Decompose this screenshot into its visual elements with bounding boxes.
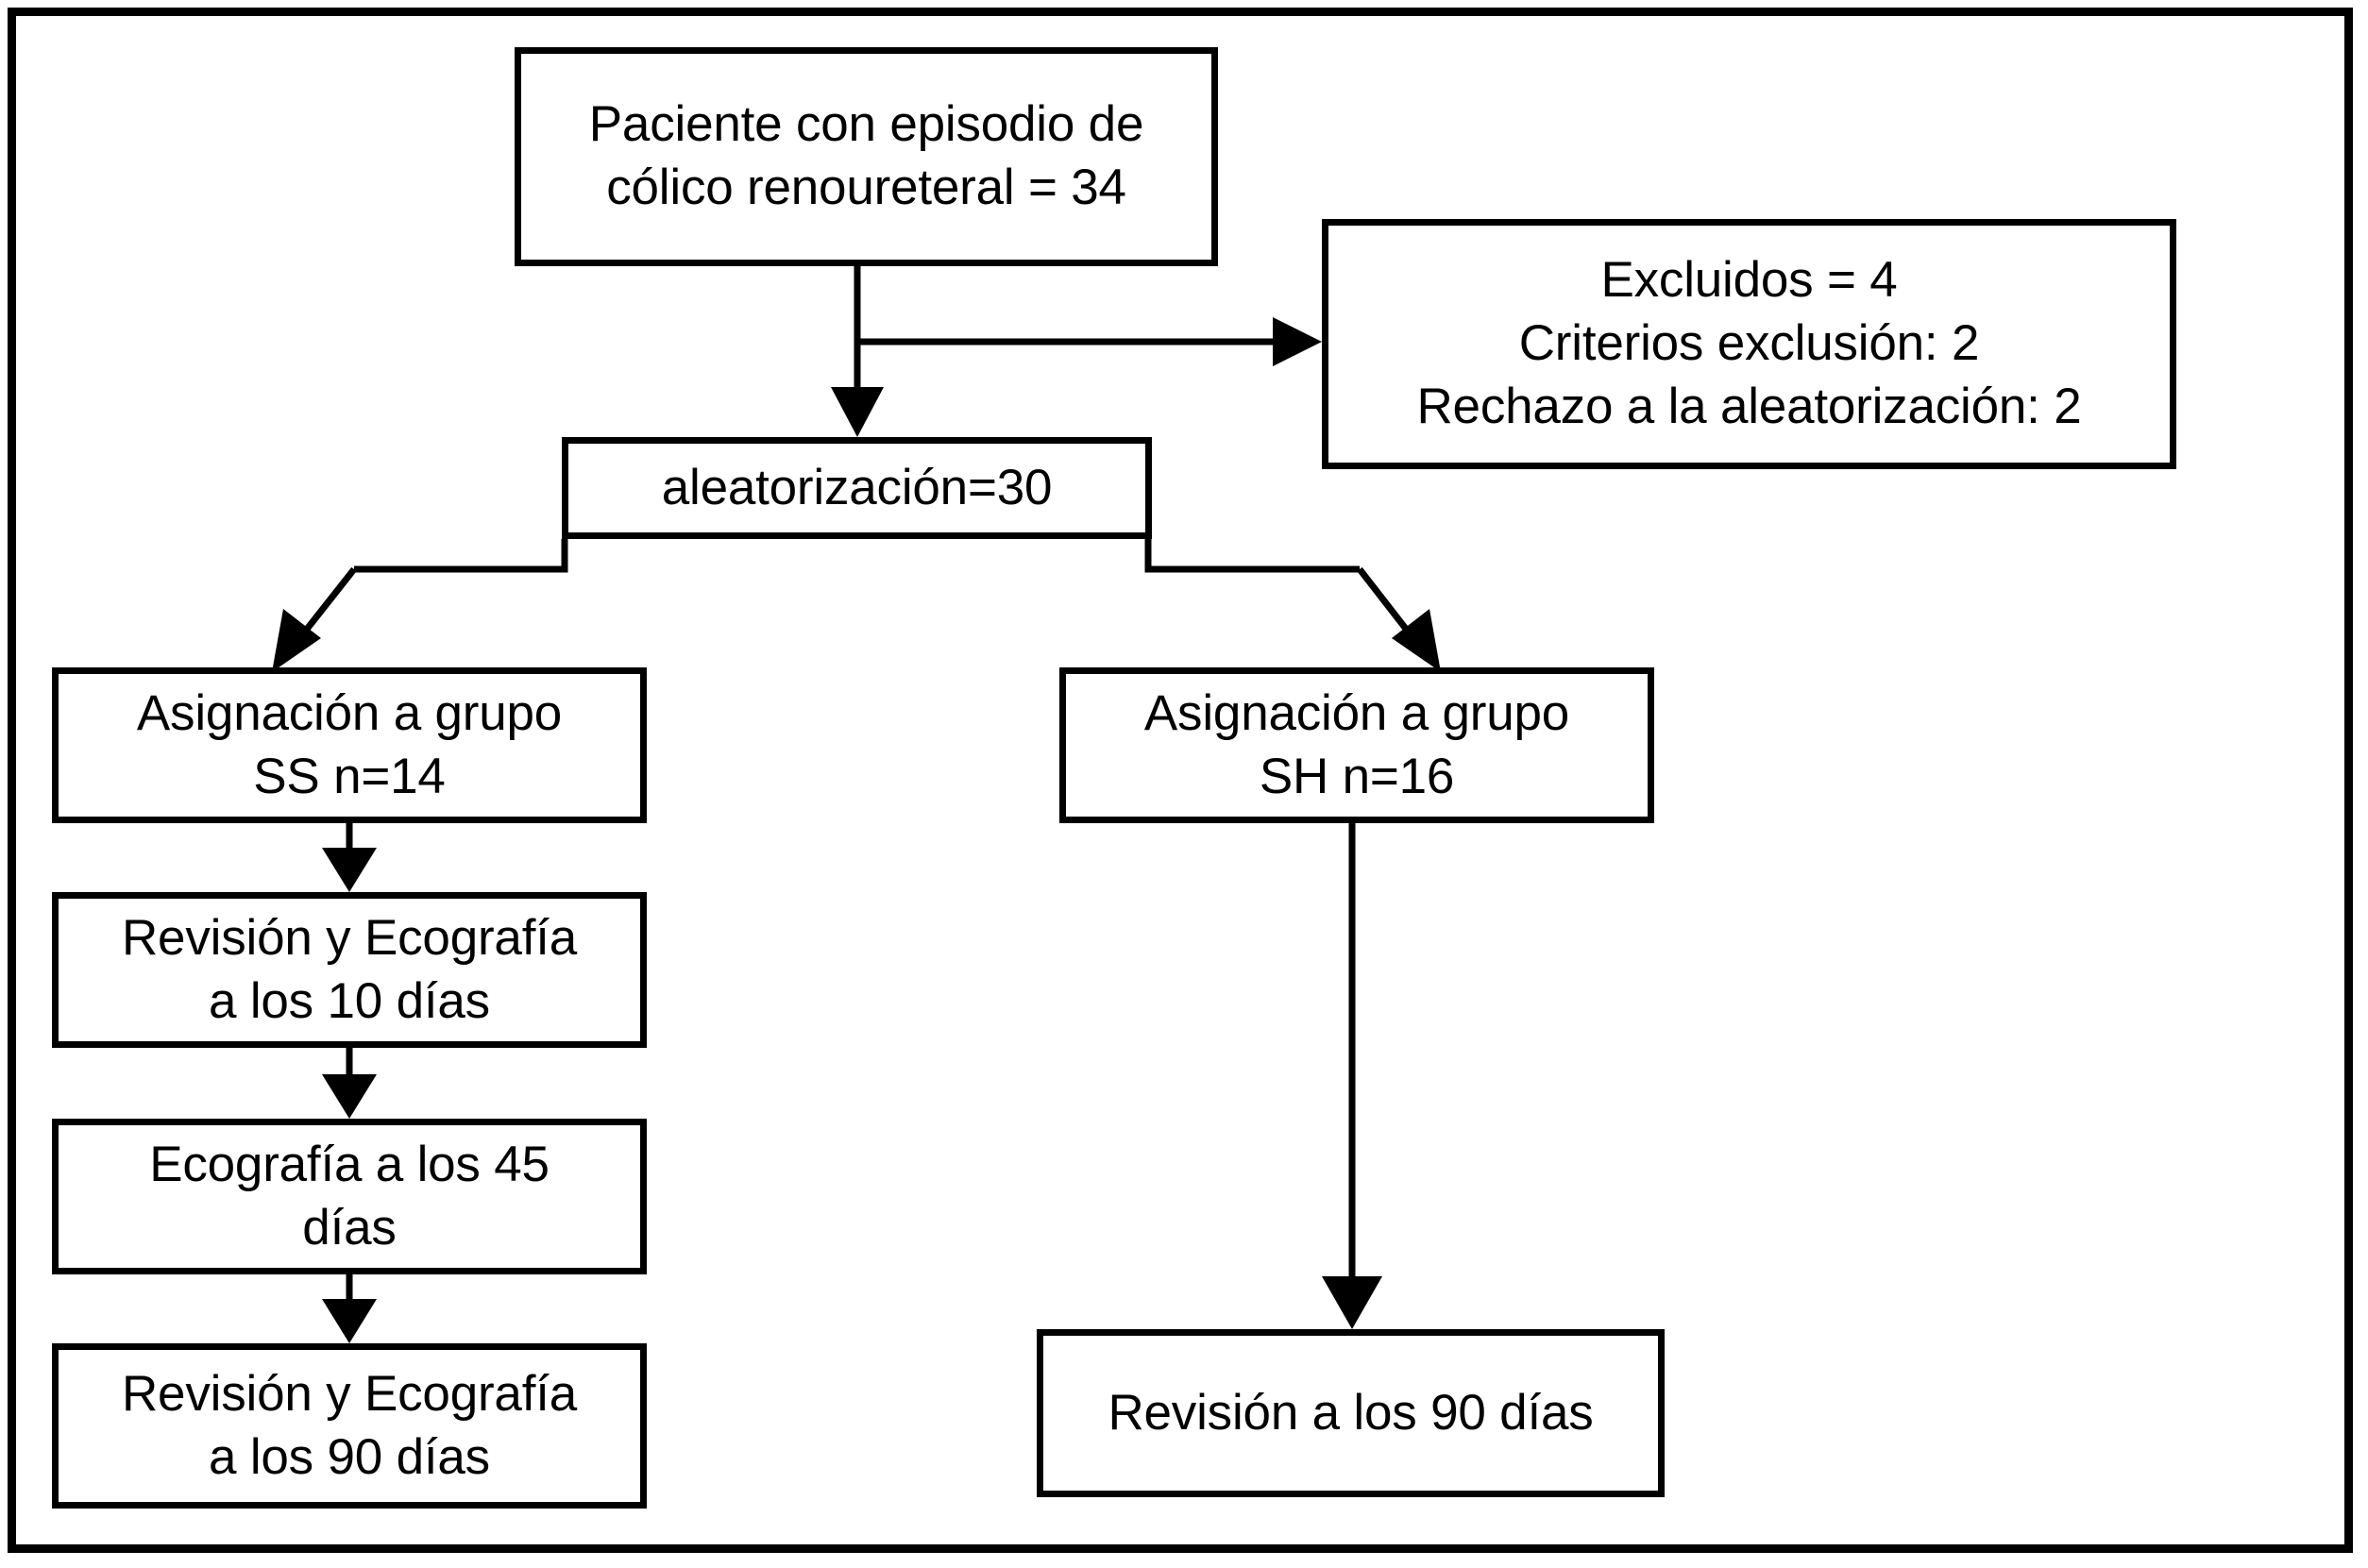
node-group-sh: Asignación a grupo SH n=16 [1059,667,1654,823]
node-enrollment: Paciente con episodio de cólico renouret… [515,47,1218,266]
diagram-outer-border [8,8,2353,1553]
node-excluded: Excluidos = 4 Criterios exclusión: 2 Rec… [1322,219,2176,469]
node-group-ss: Asignación a grupo SS n=14 [52,667,647,823]
node-sh-day90: Revisión a los 90 días [1037,1329,1665,1497]
node-randomization: aleatorización=30 [562,437,1152,539]
node-ss-day45: Ecografía a los 45 días [52,1119,647,1274]
node-ss-day90: Revisión y Ecografía a los 90 días [52,1343,647,1509]
node-ss-day10: Revisión y Ecografía a los 10 días [52,892,647,1048]
